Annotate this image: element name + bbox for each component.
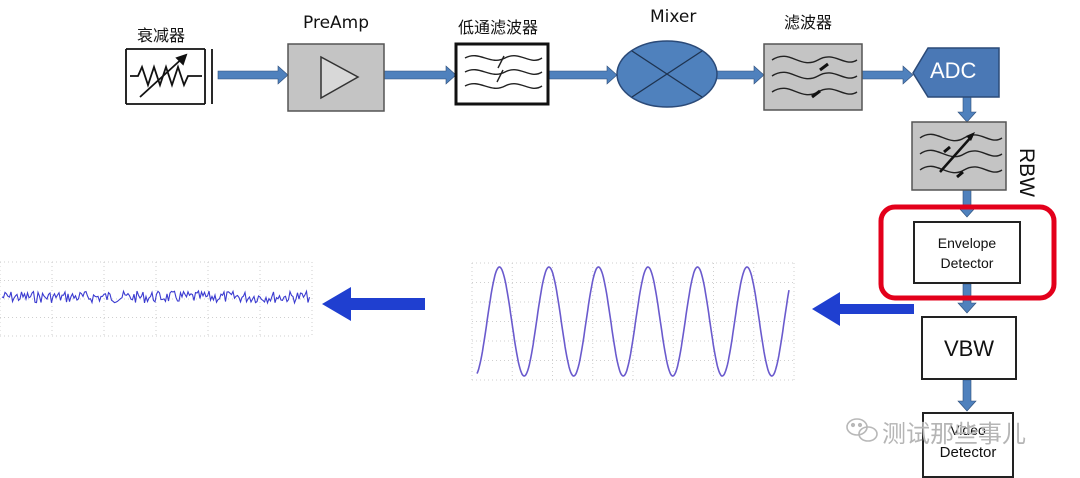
preamp-block <box>287 43 385 112</box>
noise-trace-plot <box>0 261 313 337</box>
mixer-symbol <box>616 40 718 108</box>
arrow-adc-to-rbw <box>957 96 977 123</box>
arrow-preamp-to-lowpass <box>383 65 457 85</box>
lowpass-block <box>454 42 550 106</box>
attenuator-symbol <box>125 48 213 105</box>
big-arrow-left <box>322 287 425 321</box>
arrow-vbw-to-video <box>957 379 977 412</box>
arrow-rbw-to-envelope <box>957 189 977 218</box>
mixer-label: Mixer <box>650 7 697 27</box>
vbw-label: VBW <box>943 336 995 361</box>
filter-block <box>763 43 863 111</box>
watermark-text: 测试那些事儿 <box>882 420 1026 448</box>
sine-wave-plot <box>471 262 795 381</box>
amplifier-icon <box>320 55 360 100</box>
video-detector-block: Video Detector <box>922 412 1014 478</box>
preamp-label: PreAmp <box>303 13 370 33</box>
envelope-detector-block: Envelope Detector <box>913 221 1021 284</box>
arrow-filter-to-adc <box>861 65 914 85</box>
wechat-icon <box>846 418 878 442</box>
connector-arrows <box>217 65 977 412</box>
video-detector-line2: Detector <box>939 444 997 461</box>
video-detector-line1: Video <box>950 422 986 438</box>
arrow-atten-to-preamp <box>217 65 289 85</box>
rbw-filter-block <box>911 121 1007 191</box>
envelope-detector-highlight <box>878 204 1057 301</box>
adc-shape <box>912 47 1000 98</box>
big-arrow-right <box>812 292 914 326</box>
envelope-detector-line1: Envelope <box>937 235 997 251</box>
arrow-mixer-to-filter <box>715 65 765 85</box>
envelope-detector-line2: Detector <box>940 255 994 271</box>
rbw-label: RBW <box>1015 148 1038 197</box>
lowpass-label: 低通滤波器 <box>458 18 539 37</box>
vbw-block: VBW <box>921 316 1017 380</box>
filter-label: 滤波器 <box>784 13 833 32</box>
attenuator-label: 衰减器 <box>137 26 186 45</box>
adc-label: ADC <box>930 58 977 83</box>
arrow-lowpass-to-mixer <box>547 65 618 85</box>
